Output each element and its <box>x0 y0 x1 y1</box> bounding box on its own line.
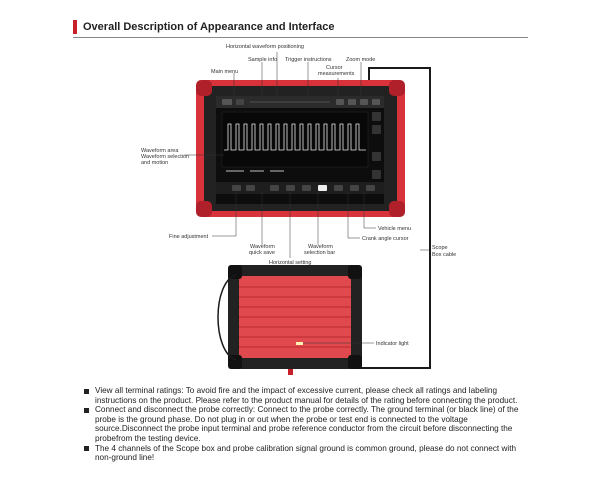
fine-adjust-button[interactable] <box>232 185 241 191</box>
screen-info-text <box>270 170 284 172</box>
scope-box-corner <box>348 355 362 369</box>
label-cursor-measurements: Cursor <box>326 65 343 71</box>
leader-lines <box>184 52 430 344</box>
screen-info-text <box>226 170 244 172</box>
vehicle-menu-button[interactable] <box>350 185 359 191</box>
label-indicator-light: Indicator light <box>376 341 409 347</box>
bumper-corner <box>196 80 212 96</box>
screen-info-text <box>250 170 264 172</box>
label-cursor-measurements: measurements <box>318 71 355 77</box>
note-item: Connect and disconnect the probe correct… <box>83 405 528 443</box>
label-waveform-area: Waveform area <box>141 148 179 154</box>
label-crank-angle-cursor: Crank angle cursor <box>362 236 409 242</box>
screen-toolbar-button[interactable] <box>372 99 380 105</box>
label-trigger-instructions: Trigger instructions <box>285 57 332 63</box>
bumper-corner <box>196 201 212 217</box>
probe-cable <box>217 274 237 361</box>
cursor-button[interactable] <box>336 99 344 105</box>
note-item: View all terminal ratings: To avoid fire… <box>83 386 528 405</box>
label-vehicle-menu: Vehicle menu <box>378 226 411 232</box>
section-heading: Overall Description of Appearance and In… <box>73 20 334 34</box>
selection-bar-button[interactable] <box>302 185 311 191</box>
label-horizontal-setting: Horizontal setting <box>269 260 312 266</box>
label-scope-box-cable: Box cable <box>432 252 456 258</box>
safety-notes-list: View all terminal ratings: To avoid fire… <box>83 386 528 463</box>
bumper-corner <box>389 80 405 96</box>
back-button[interactable] <box>366 185 375 191</box>
side-button[interactable] <box>372 170 381 179</box>
note-item: The 4 channels of the Scope box and prob… <box>83 444 528 463</box>
label-horizontal-waveform-positioning: Horizontal waveform positioning <box>226 44 304 50</box>
label-zoom-mode: Zoom mode <box>346 57 375 63</box>
scope-box-ribs <box>239 286 351 348</box>
side-button[interactable] <box>372 152 381 161</box>
label-waveform-selection-bar: Waveform <box>308 244 333 250</box>
label-sample-info: Sample info <box>248 57 277 63</box>
main-menu-button[interactable] <box>222 99 232 105</box>
cable-connector <box>288 369 293 375</box>
label-waveform-area: and motion <box>141 160 168 166</box>
label-fine-adjustment: Fine adjustment <box>169 234 209 240</box>
heading-rule <box>73 37 528 38</box>
bottom-button[interactable] <box>270 185 279 191</box>
quick-save-button[interactable] <box>246 185 255 191</box>
zoom-button[interactable] <box>348 99 356 105</box>
bumper-corner <box>389 201 405 217</box>
screen-toolbar-button[interactable] <box>236 99 244 105</box>
label-waveform-quick-save: quick save <box>249 250 275 256</box>
side-button[interactable] <box>372 125 381 134</box>
indicator-light <box>296 342 303 345</box>
crank-angle-button[interactable] <box>334 185 343 191</box>
screen-toolbar-button[interactable] <box>360 99 368 105</box>
label-waveform-quick-save: Waveform <box>250 244 275 250</box>
heading-text: Overall Description of Appearance and In… <box>83 21 335 33</box>
label-main-menu: Main menu <box>211 69 238 75</box>
side-button[interactable] <box>372 112 381 121</box>
scope-box-corner <box>228 265 242 279</box>
horizontal-setting-button[interactable] <box>286 185 295 191</box>
device-diagram: Horizontal waveform positioning Sample i… <box>141 44 456 375</box>
label-waveform-area: Waveform selection <box>141 154 189 160</box>
scope-box-corner <box>348 265 362 279</box>
label-scope-box-cable: Scope <box>432 245 448 251</box>
waveform-trace <box>224 123 366 151</box>
label-waveform-selection-bar: selection bar <box>304 250 335 256</box>
heading-accent-bar <box>73 20 77 34</box>
selected-wave-button[interactable] <box>318 185 327 191</box>
